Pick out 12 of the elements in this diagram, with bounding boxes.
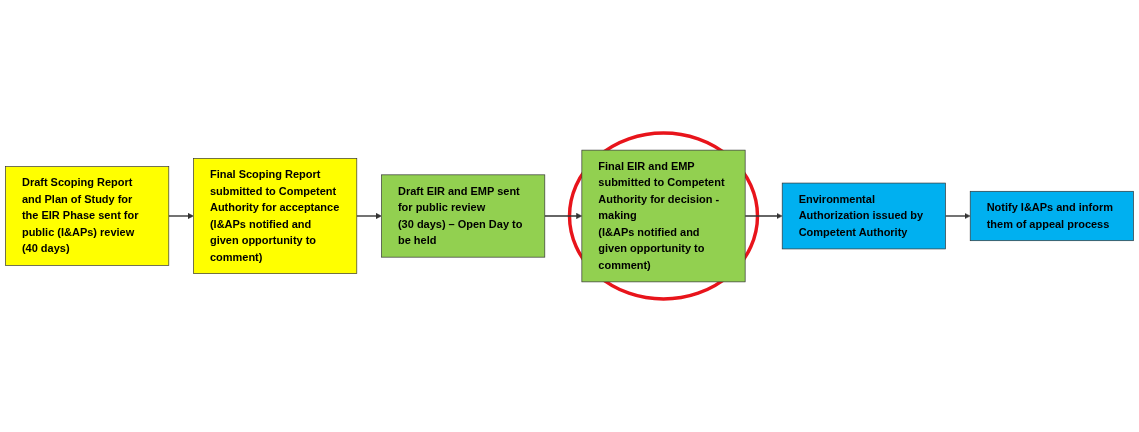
node-box: Draft Scoping Report and Plan of Study for the EIR Phase sent for public (I&APs) review (40 days): [5, 166, 170, 266]
node-box: Notify I&APs and inform them of appeal process: [969, 190, 1134, 242]
arrow: [356, 213, 382, 219]
arrow: [544, 213, 583, 219]
node-box: Final Scoping Report submitted to Competent Authority for acceptance (I&APs notified and given opportunity to comment): [193, 158, 358, 274]
node-box: Final EIR and EMP submitted to Competent Authority for decision - making (I&APs notified and given opportunity to comment): [581, 149, 746, 283]
cluster: [567, 131, 760, 301]
arrow: [744, 213, 783, 219]
arrow: [944, 213, 971, 219]
node-box: Draft EIR and EMP sent for public review (30 days) – Open Day to be held: [381, 174, 546, 258]
arrow: [168, 213, 194, 219]
node-box: Environmental Authorization issued by Competent Authority: [781, 182, 946, 250]
